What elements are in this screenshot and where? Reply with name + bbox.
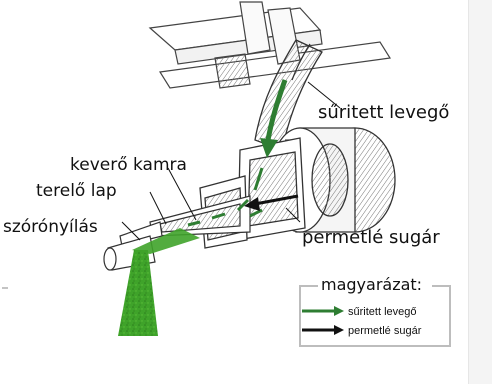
label-compressed-air: sűritett levegő — [318, 102, 449, 123]
legend: magyarázat: sűritett levegő permetlé sug… — [300, 275, 450, 346]
legend-item-label: permetlé sugár — [348, 325, 422, 337]
legend-item-label: sűritett levegő — [348, 306, 416, 318]
label-deflector: terelő lap — [36, 181, 117, 201]
label-spray-jet: permetlé sugár — [302, 227, 440, 248]
legend-title: magyarázat: — [321, 275, 422, 294]
mounting-bar — [150, 2, 390, 88]
label-mixing-chamber: keverő kamra — [70, 155, 187, 175]
label-nozzle-opening: szórónyílás — [3, 217, 98, 237]
